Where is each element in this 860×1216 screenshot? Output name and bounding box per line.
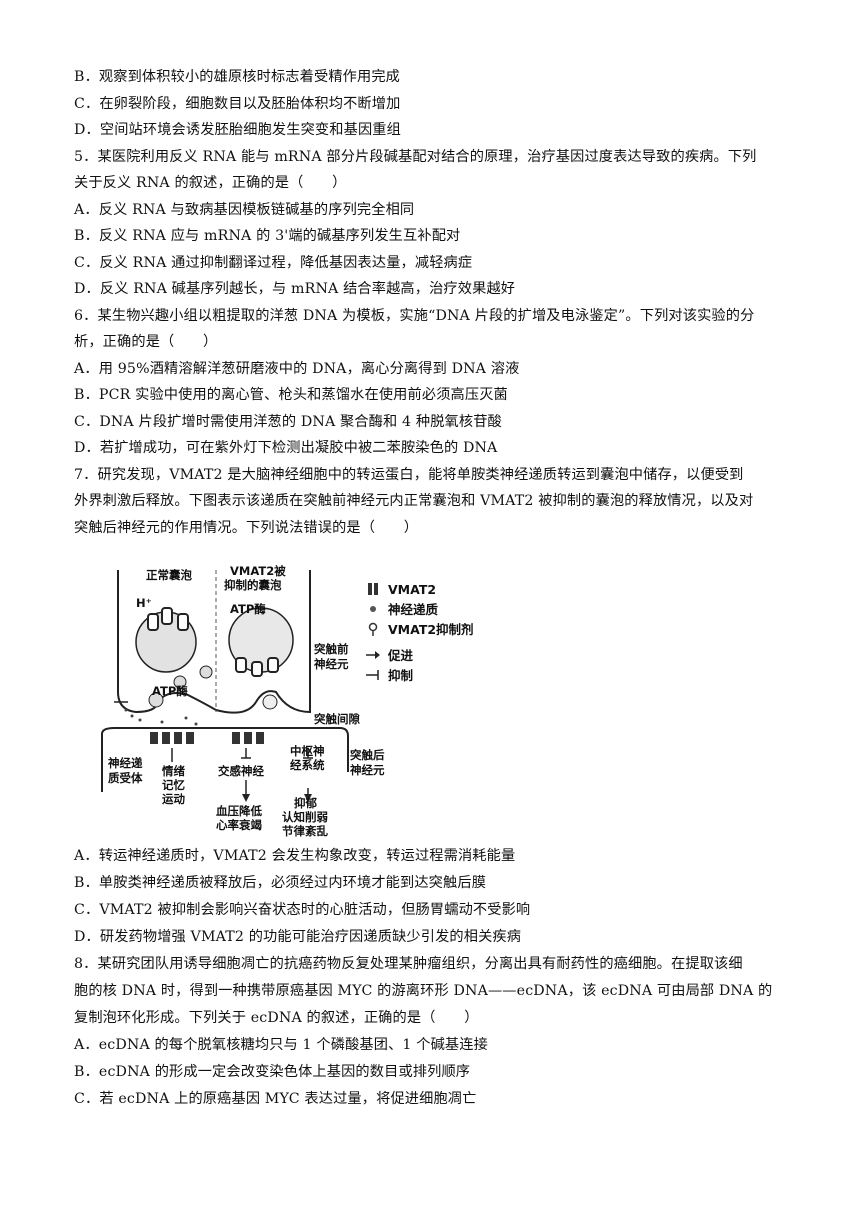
label-sympathetic: 交感神经 (218, 764, 264, 778)
text-line: D．反义 RNA 碱基序列越长，与 mRNA 结合率越高，治疗效果越好 (74, 281, 516, 297)
text-line: B．ecDNA 的形成一定会改变染色体上基因的数目或排列顺序 (74, 1064, 471, 1080)
label-emotion: 情绪 (162, 764, 185, 778)
label-inhibited-1: VMAT2被 (230, 564, 286, 578)
text-line: B．单胺类神经递质被释放后，必须经过内环境才能到达突触后膜 (74, 875, 487, 891)
label-dep-2: 认知削弱 (282, 810, 328, 824)
text-line: D．研发药物增强 VMAT2 的功能可能治疗因递质缺少引发的相关疾病 (74, 929, 522, 945)
figure-legend: VMAT2 神经递质 VMAT2抑制剂 促进 抑制 (366, 582, 526, 712)
inhibit-arrow-icon (366, 670, 379, 680)
label-dep-3: 节律紊乱 (282, 824, 328, 838)
label-inhibited-2: 抑制的囊泡 (224, 578, 282, 592)
text-line: 突触后神经元的作用情况。下列说法错误的是（ ） (74, 519, 419, 536)
text-line: C．反义 RNA 通过抑制翻译过程，降低基因表达量，减轻病症 (74, 254, 473, 271)
label-receptor-2: 质受体 (108, 771, 143, 785)
text-line: D．若扩增成功，可在紫外灯下检测出凝胶中被二苯胺染色的 DNA (74, 440, 498, 456)
inhibitor-icon (368, 622, 378, 636)
text-line: 关于反义 RNA 的叙述，正确的是（ ） (74, 175, 347, 191)
label-presynaptic-2: 神经元 (314, 657, 349, 671)
label-normal-vesicle: 正常囊泡 (146, 568, 192, 582)
label-memory: 记忆 (162, 778, 185, 792)
text-line: 胞的核 DNA 时，得到一种携带原癌基因 MYC 的游离环形 DNA——ecDN… (74, 983, 773, 999)
dot-icon (370, 606, 376, 612)
label-postsynaptic-1: 突触后 (350, 748, 385, 762)
text-line: C．VMAT2 被抑制会影响兴奋状态时的心脏活动，但肠胃蠕动不受影响 (74, 902, 531, 918)
label-dep-1: 抑郁 (294, 796, 317, 810)
label-presynaptic-1: 突触前 (314, 642, 349, 656)
text-line: A．用 95%酒精溶解洋葱研磨液中的 DNA，离心分离得到 DNA 溶液 (74, 360, 520, 377)
text-line: A．ecDNA 的每个脱氧核糖均只与 1 个磷酸基团、1 个碱基连接 (74, 1037, 488, 1053)
text-line: 5．某医院利用反义 RNA 能与 mRNA 部分片段碱基配对结合的原理，治疗基因… (74, 148, 757, 165)
synapse-figure: 正常囊泡 VMAT2被 抑制的囊泡 H⁺ ATP酶 ATP酶 突触前 神经元 突… (96, 562, 516, 838)
text-line: 7．研究发现，VMAT2 是大脑神经细胞中的转运蛋白，能将单胺类神经递质转运到囊… (74, 466, 744, 483)
label-receptor-1: 神经递 (108, 756, 143, 770)
label-atpase-left: ATP酶 (152, 684, 188, 698)
label-cns-1: 中枢神 (290, 744, 325, 758)
text-line: 外界刺激后释放。下图表示该递质在突触前神经元内正常囊泡和 VMAT2 被抑制的囊… (74, 493, 754, 509)
text-line: C．若 ecDNA 上的原癌基因 MYC 表达过量，将促进细胞凋亡 (74, 1091, 477, 1107)
label-cns-2: 经系统 (290, 758, 325, 772)
text-line: C．在卵裂阶段，细胞数目以及胚胎体积均不断增加 (74, 95, 401, 112)
arrow-right-icon (366, 651, 380, 659)
label-postsynaptic-2: 神经元 (350, 763, 385, 777)
text-line: B．观察到体积较小的雄原核时标志着受精作用完成 (74, 69, 401, 85)
text-line: C．DNA 片段扩增时需使用洋葱的 DNA 聚合酶和 4 种脱氧核苷酸 (74, 413, 502, 430)
label-atpase-top: ATP酶 (230, 602, 266, 616)
text-line: 复制泡环化形成。下列关于 ecDNA 的叙述，正确的是（ ） (74, 1010, 479, 1026)
label-bp-1: 血压降低 (216, 804, 262, 818)
text-line: B．PCR 实验中使用的离心管、枪头和蒸馏水在使用前必须高压灭菌 (74, 387, 508, 403)
label-h-ion: H⁺ (136, 596, 152, 610)
text-line: B．反义 RNA 应与 mRNA 的 3'端的碱基序列发生互补配对 (74, 228, 461, 244)
text-line: 析，正确的是（ ） (74, 334, 218, 350)
label-cleft: 突触间隙 (314, 712, 360, 726)
text-line: D．空间站环境会诱发胚胎细胞发生突变和基因重组 (74, 122, 401, 138)
text-line: A．反义 RNA 与致病基因模板链碱基的序列完全相同 (74, 201, 415, 218)
synapse-diagram (101, 570, 349, 802)
vmat2-icon (368, 583, 378, 595)
text-line: 8．某研究团队用诱导细胞凋亡的抗癌药物反复处理某肿瘤组织，分离出具有耐药性的癌细… (74, 956, 743, 972)
text-line: A．转运神经递质时，VMAT2 会发生构象改变，转运过程需消耗能量 (74, 848, 516, 864)
label-motion: 运动 (162, 792, 185, 806)
label-bp-2: 心率衰竭 (216, 818, 262, 832)
text-line: 6．某生物兴趣小组以粗提取的洋葱 DNA 为模板，实施“DNA 片段的扩增及电泳… (74, 307, 755, 324)
